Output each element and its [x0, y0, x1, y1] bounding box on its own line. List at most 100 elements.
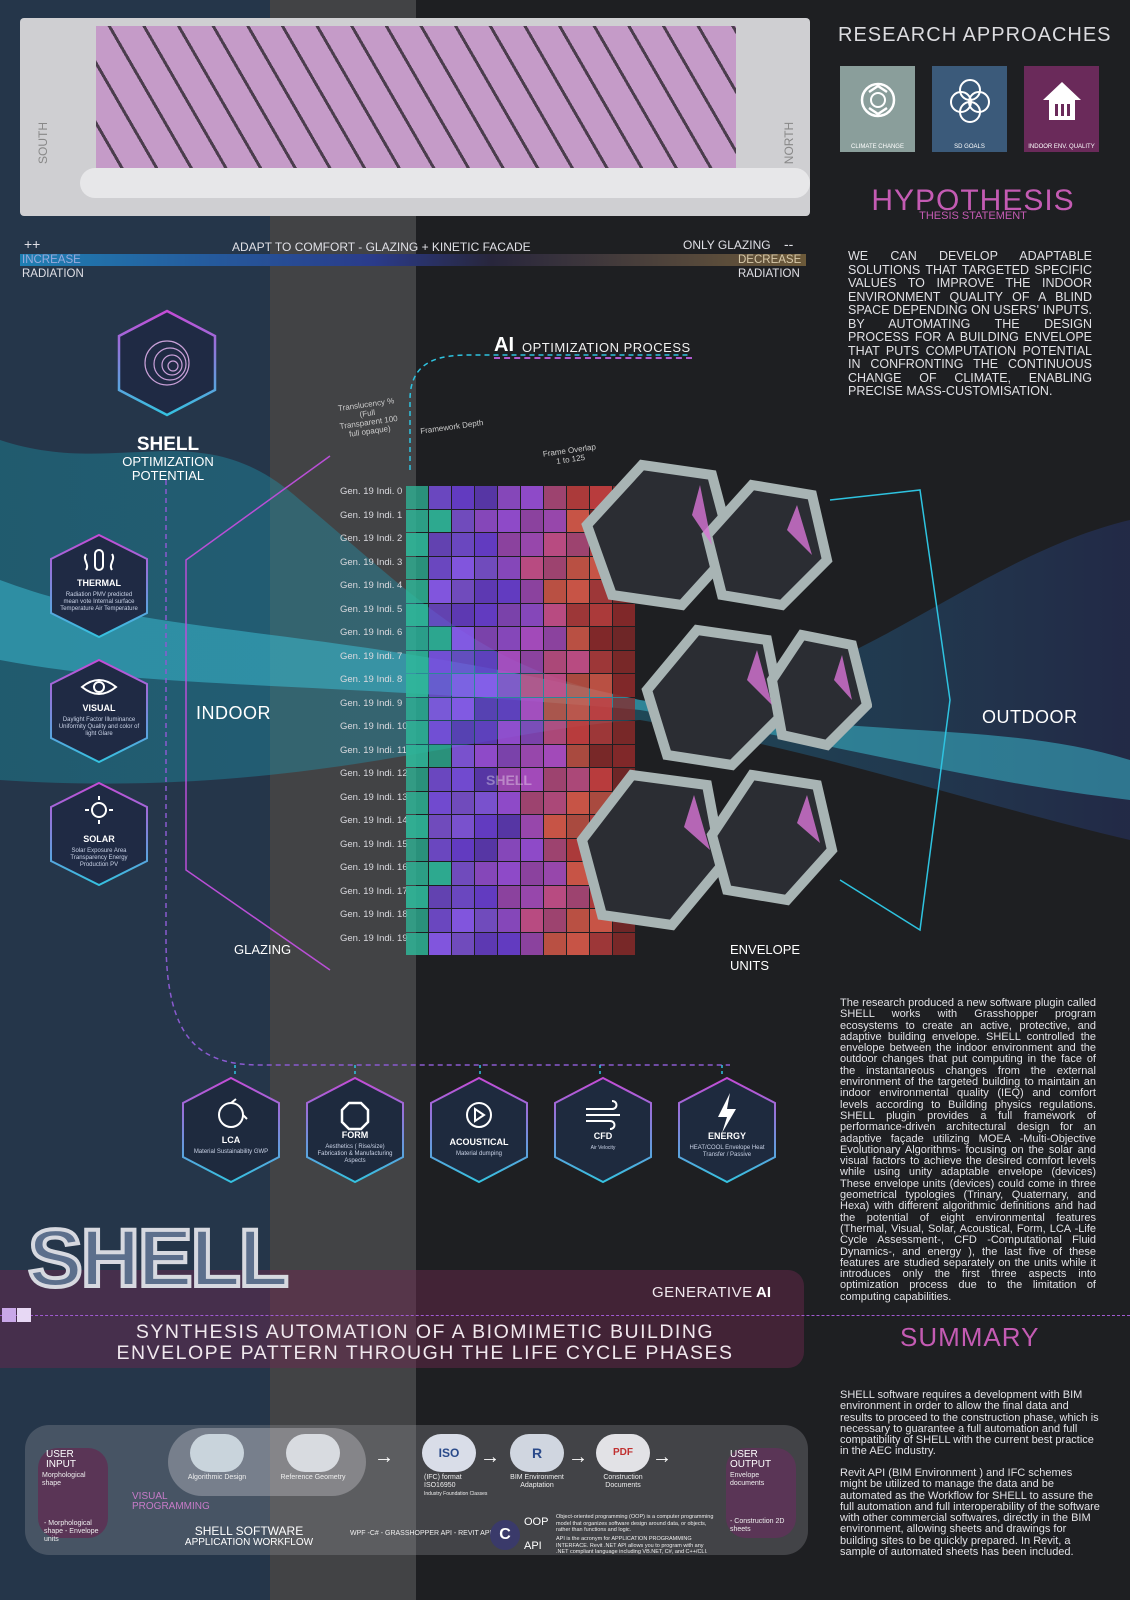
connector-lines [165, 354, 951, 1075]
radiation-right-label: RADIATION [738, 268, 800, 280]
matrix-cell [429, 580, 451, 603]
radiation-gradient-bar [20, 254, 806, 266]
form-desc: Aesthetics ( Rise/size) Fabrication & Ma… [317, 1144, 393, 1164]
matrix-cell [429, 697, 451, 720]
matrix-cell [544, 650, 566, 673]
matrix-cell [452, 768, 474, 791]
matrix-row-label: Gen. 19 Indi. 19 [340, 932, 408, 944]
matrix-cell [544, 721, 566, 744]
matrix-row-label: Gen. 19 Indi. 18 [340, 909, 408, 920]
matrix-cell [521, 556, 543, 579]
thermal-label: THERMAL [77, 578, 121, 588]
hypothesis-text: WE CAN DEVELOP ADAPTABLE SOLUTIONS THAT … [848, 249, 1092, 398]
climate-change-card: CLIMATE CHANGE [840, 66, 915, 152]
matrix-row-label: Gen. 19 Indi. 2 [340, 533, 403, 544]
matrix-cell [521, 932, 543, 955]
matrix-cell [498, 862, 520, 885]
arrow-icon-2: → [480, 1446, 500, 1468]
matrix-cell [452, 744, 474, 767]
ifc-label: (IFC) format ISO16950 [424, 1474, 462, 1489]
matrix-cell [613, 627, 635, 650]
energy-label: ENERGY [707, 1131, 746, 1141]
matrix-cell [475, 838, 497, 861]
matrix-cell [475, 909, 497, 932]
matrix-cell [544, 838, 566, 861]
matrix-cell [406, 650, 428, 673]
matrix-cell [406, 744, 428, 767]
matrix-cell [567, 791, 589, 814]
user-input-label: USER INPUT [46, 1449, 76, 1470]
iso-icon: ISO [422, 1434, 476, 1472]
matrix-cell [429, 744, 451, 767]
solar-label: SOLAR [83, 834, 115, 844]
radiation-left-label: RADIATION [22, 268, 84, 280]
accent-square-2 [17, 1308, 31, 1322]
indoor-env-quality-card: INDOOR ENV. QUALITY [1024, 66, 1099, 152]
matrix-cell [475, 932, 497, 955]
matrix-cell [498, 486, 520, 509]
matrix-cell [452, 932, 474, 955]
matrix-cell [452, 603, 474, 626]
matrix-cell [406, 791, 428, 814]
matrix-row-label: Gen. 19 Indi. 1 [340, 509, 403, 521]
matrix-cell [567, 533, 589, 556]
matrix-cell [406, 533, 428, 556]
matrix-cell [544, 556, 566, 579]
outdoor-label: OUTDOOR [982, 707, 1078, 727]
matrix-cell [498, 721, 520, 744]
title-banner [0, 1270, 804, 1368]
matrix-cell [429, 650, 451, 673]
matrix-cell [406, 815, 428, 838]
generative-label: GENERATIVE [652, 1284, 753, 1301]
matrix-cell [429, 627, 451, 650]
user-input-sub2: - Morphological shape - Envelope units [44, 1520, 99, 1543]
matrix-cell [452, 815, 474, 838]
climate-change-icon [860, 82, 896, 118]
matrix-cell [498, 815, 520, 838]
matrix-cell [498, 697, 520, 720]
matrix-cell [567, 885, 589, 908]
construction-label: Construction Documents [603, 1474, 643, 1489]
matrix-cell [475, 509, 497, 532]
optimization-label: OPTIMIZATION [122, 454, 214, 469]
matrix-cell [521, 697, 543, 720]
matrix-cell [567, 862, 589, 885]
matrix-cell [406, 885, 428, 908]
matrix-row-label: Gen. 19 Indi. 3 [340, 556, 403, 568]
matrix-cell [590, 768, 612, 791]
matrix-cell [452, 791, 474, 814]
summary-title: SUMMARY [900, 1322, 1040, 1352]
api-description: API is the acronym for APPLICATION PROGR… [556, 1536, 708, 1555]
matrix-cell [590, 932, 612, 955]
matrix-cell [406, 932, 428, 955]
energy-criterion: ENERGY HEAT/COOL Envelope Heat Transfer … [674, 1075, 780, 1185]
matrix-row-label: Gen. 19 Indi. 17 [340, 885, 408, 897]
matrix-cell [613, 697, 635, 720]
only-glazing-label: ONLY GLAZING [683, 238, 771, 252]
matrix-cell [567, 909, 589, 932]
matrix-cell [498, 674, 520, 697]
arrow-icon-4: → [652, 1446, 672, 1468]
shell-title: SHELL [136, 434, 200, 455]
matrix-cell [452, 909, 474, 932]
revit-icon: R [510, 1434, 564, 1472]
solar-criterion: SOLAR Solar Exposure Area Transparency E… [46, 780, 152, 888]
thermal-criterion: THERMAL Radiation PMV predicted mean vot… [46, 532, 152, 640]
matrix-cell [544, 791, 566, 814]
matrix-cell [406, 603, 428, 626]
matrix-cell [498, 791, 520, 814]
matrix-cell [590, 674, 612, 697]
triangular-kinetic-facade [96, 26, 736, 186]
units-label: UNITS [730, 958, 769, 973]
matrix-cell [406, 862, 428, 885]
matrix-cell [475, 627, 497, 650]
matrix-cell [406, 909, 428, 932]
matrix-row-label: Gen. 19 Indi. 13 [340, 791, 408, 803]
generative-ai-label: AI [756, 1284, 771, 1301]
algorithmic-design-icon [190, 1434, 244, 1472]
matrix-cell [429, 932, 451, 955]
matrix-cell [475, 650, 497, 673]
matrix-cell [475, 697, 497, 720]
user-output-sub2: - Construction 2D sheets [730, 1518, 785, 1533]
matrix-cell [521, 721, 543, 744]
